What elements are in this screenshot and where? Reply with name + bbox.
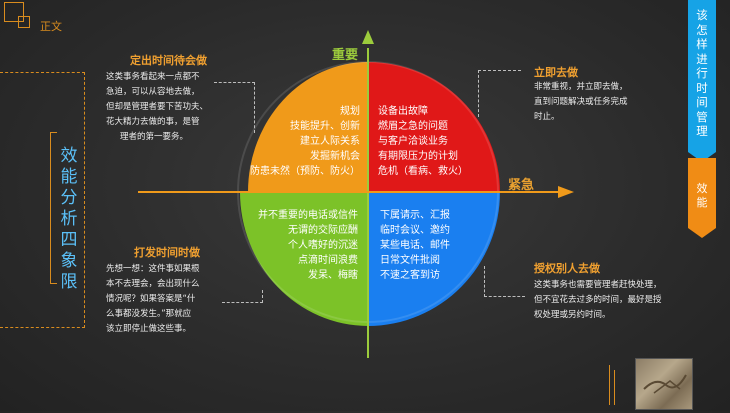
desc-line: 时止。 — [534, 110, 654, 125]
desc-line: 直到问题解决或任务完成 — [534, 95, 654, 110]
desc-line: 这类事务也需要管理者赶快处理， — [534, 278, 682, 293]
connector-top-right — [478, 70, 521, 117]
desc-line: 该立即停止做这些事。 — [106, 322, 226, 337]
tab-char: 管 — [688, 110, 716, 125]
item-text: 与客户洽谈业务 — [378, 134, 498, 149]
tab-char: 理 — [688, 124, 716, 139]
connector-bottom-left — [222, 290, 263, 303]
tab-char: 怎 — [688, 23, 716, 38]
tab-char: 能 — [688, 196, 716, 210]
desc-line: 花大精力去做的事，是管 — [106, 115, 224, 130]
bird-sketch-icon — [636, 359, 692, 409]
desc-line: 但不宜花去过多的时间，最好是授 — [534, 293, 682, 308]
quadrant-bottom-left-title: 打发时间时做 — [134, 244, 200, 260]
desc-line: 先想一想：这件事如果根 — [106, 262, 226, 277]
tab-char: 行 — [688, 66, 716, 81]
desc-line: 非常重视，并立即去做， — [534, 80, 654, 95]
quadrant-bottom-right-items: 下属请示、汇报 临时会议、邀约 某些电话、邮件 日常文件批阅 不速之客到访 — [380, 208, 490, 283]
quadrant-bottom-left-desc: 先想一想：这件事如果根 本不去理会，会出现什么 情况呢？如果答案是“什 么事都没… — [106, 262, 226, 337]
item-text: 点滴时间浪费 — [238, 253, 358, 268]
decorative-line — [614, 370, 615, 405]
item-text: 发掘新机会 — [244, 149, 360, 164]
tab-char: 进 — [688, 52, 716, 67]
axis-label-urgent: 紧急 — [508, 174, 534, 193]
item-text: 建立人际关系 — [244, 134, 360, 149]
vertical-axis-arrow — [362, 30, 374, 44]
decorative-line — [609, 365, 610, 405]
item-text: 技能提升、创新 — [244, 119, 360, 134]
quadrant-bottom-right-desc: 这类事务也需要管理者赶快处理， 但不宜花去过多的时间，最好是授 权处理或另约时间… — [534, 278, 682, 323]
desc-line: 么事都没发生。”那就应 — [106, 307, 226, 322]
decorative-photo — [635, 358, 693, 410]
tab-char: 该 — [688, 8, 716, 23]
quadrant-top-right-title: 立即去做 — [534, 64, 578, 80]
item-text: 日常文件批阅 — [380, 253, 490, 268]
item-text: 个人嗜好的沉迷 — [238, 238, 358, 253]
desc-line: 但却是管理者要下苦功夫、 — [106, 100, 224, 115]
item-text: 某些电话、邮件 — [380, 238, 490, 253]
quadrant-top-left-title: 定出时间待会做 — [130, 52, 207, 68]
tab-char: 时 — [688, 81, 716, 96]
item-text: 防患未然（预防、防火） — [244, 164, 360, 179]
item-text: 规划 — [244, 104, 360, 119]
item-text: 不速之客到访 — [380, 268, 490, 283]
item-text: 临时会议、邀约 — [380, 223, 490, 238]
connector-bottom-right — [484, 266, 525, 297]
quadrant-top-right-desc: 非常重视，并立即去做， 直到问题解决或任务完成 时止。 — [534, 80, 654, 125]
sidebar-tab-time-management-label[interactable]: 该 怎 样 进 行 时 间 管 理 — [688, 8, 716, 139]
tab-char: 间 — [688, 95, 716, 110]
desc-line: 权处理或另约时间。 — [534, 308, 682, 323]
item-text: 发呆、梅瞎 — [238, 268, 358, 283]
horizontal-axis-arrow — [558, 186, 574, 198]
item-text: 并不重要的电话或信件 — [238, 208, 358, 223]
desc-line: 理者的第一要务。 — [106, 130, 224, 145]
quadrant-top-left-items: 规划 技能提升、创新 建立人际关系 发掘新机会 防患未然（预防、防火） — [244, 104, 360, 179]
desc-line: 情况呢？如果答案是“什 — [106, 292, 226, 307]
item-text: 无谓的交际应酬 — [238, 223, 358, 238]
tab-char: 样 — [688, 37, 716, 52]
item-text: 燃眉之急的问题 — [378, 119, 498, 134]
desc-line: 这类事务看起来一点都不 — [106, 70, 224, 85]
quadrant-bottom-left-items: 并不重要的电话或信件 无谓的交际应酬 个人嗜好的沉迷 点滴时间浪费 发呆、梅瞎 — [238, 208, 358, 283]
quadrant-top-left-desc: 这类事务看起来一点都不 急迫，可以从容地去做， 但却是管理者要下苦功夫、 花大精… — [106, 70, 224, 145]
item-text: 危机（看病、救火） — [378, 164, 498, 179]
axis-label-important: 重要 — [332, 44, 358, 63]
desc-line: 急迫，可以从容地去做， — [106, 85, 224, 100]
item-text: 有期限压力的计划 — [378, 149, 498, 164]
item-text: 下属请示、汇报 — [380, 208, 490, 223]
quadrant-bottom-right-title: 授权别人去做 — [534, 260, 600, 276]
sidebar-tab-efficiency-label[interactable]: 效 能 — [688, 182, 716, 210]
tab-char: 效 — [688, 182, 716, 196]
sidebar-tab-tip — [688, 228, 716, 238]
desc-line: 本不去理会，会出现什么 — [106, 277, 226, 292]
